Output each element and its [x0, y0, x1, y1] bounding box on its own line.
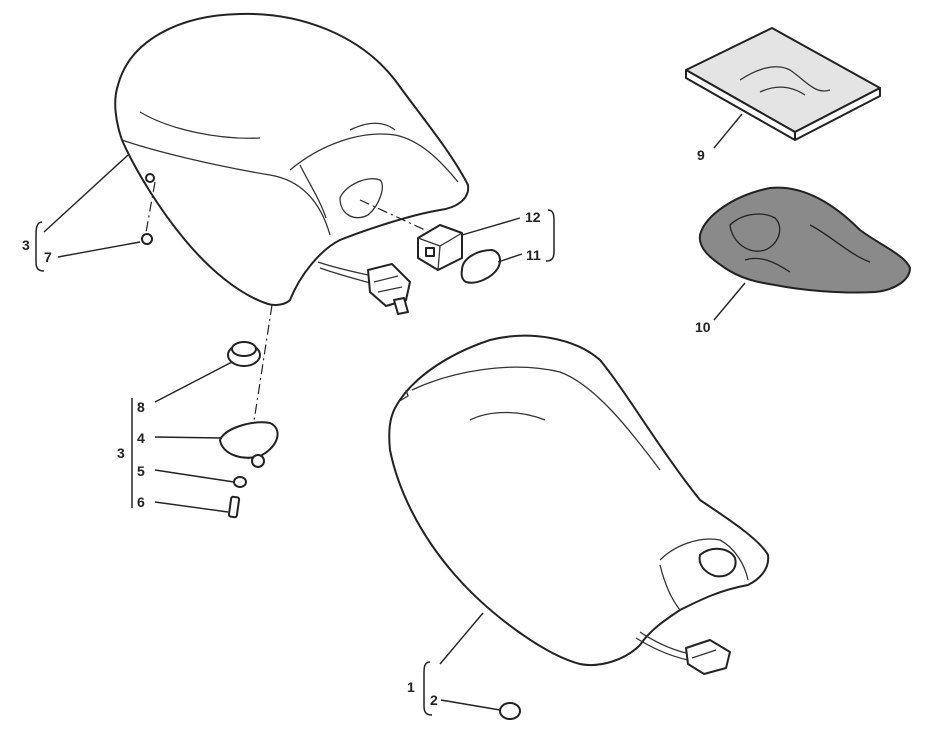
- leader-lines: [43, 113, 746, 711]
- seat-cover-icon: [698, 186, 911, 294]
- callout-1: 1: [407, 679, 415, 695]
- grommet-icon: [499, 702, 521, 720]
- callout-6: 6: [137, 494, 145, 510]
- callout-3-mid: 3: [117, 445, 125, 461]
- connector-icon: [417, 224, 463, 271]
- seat-icon: [388, 334, 770, 675]
- screw-icon: [227, 495, 241, 519]
- passenger-seat-icon: [114, 12, 470, 315]
- manual-icon: [685, 27, 881, 141]
- callout-4: 4: [137, 430, 145, 446]
- callout-3-top: 3: [22, 237, 30, 253]
- connector-icon: [367, 263, 411, 315]
- callout-2: 2: [430, 692, 438, 708]
- callout-8: 8: [137, 399, 145, 415]
- screw-icon: [141, 173, 155, 245]
- grommet-icon: [460, 249, 501, 284]
- callout-11: 11: [526, 247, 541, 263]
- callout-5: 5: [137, 463, 145, 479]
- callout-braces: [35, 209, 555, 716]
- callout-9: 9: [697, 147, 705, 163]
- grommet-icon: [219, 341, 279, 488]
- callout-12: 12: [525, 209, 541, 225]
- callout-10: 10: [695, 319, 711, 335]
- connector-icon: [685, 639, 731, 675]
- callout-7: 7: [44, 249, 52, 265]
